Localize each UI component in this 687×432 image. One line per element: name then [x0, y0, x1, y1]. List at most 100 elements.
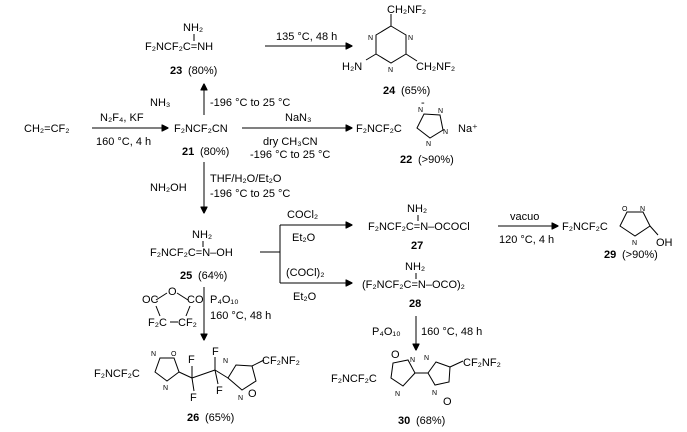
c30-label: 30 — [398, 415, 410, 427]
c21-formula: F₂NCF₂CN — [174, 123, 228, 135]
c29-n2: N — [632, 240, 637, 247]
c26-n4: N — [238, 395, 243, 402]
c27-formula: F₂NCF₂C=N–OCOCl — [368, 221, 470, 233]
cond-to24: 135 °C, 48 h — [276, 31, 337, 43]
compound-26: F₂NCF₂C N O N F F F F N N O CF₂NF₂ 26 (6… — [94, 346, 300, 424]
c26-f4: F — [216, 385, 223, 397]
cond-nh2oh-solvent: THF/H₂O/Et₂O — [210, 173, 282, 185]
cond-p4o10-a-temp: 160 °C, 48 h — [210, 310, 271, 322]
c21-label: 21 — [182, 146, 194, 158]
c24-top: CH₂NF₂ — [387, 4, 426, 16]
c24-n2: N — [408, 35, 413, 42]
c23-nh2: NH₂ — [183, 22, 203, 34]
anhydride-reagent: OC O CO F₂C CF₂ — [142, 286, 204, 329]
cond-start-temp: 160 °C, 4 h — [96, 136, 151, 148]
c24-yield: (65%) — [401, 85, 430, 97]
c26-yield: (65%) — [205, 412, 234, 424]
c24-label: 24 — [383, 85, 396, 97]
c27-label: 27 — [411, 240, 423, 252]
c22-yield: (>90%) — [418, 154, 454, 166]
c30-o1: O — [391, 349, 400, 361]
c30-n4: N — [432, 390, 437, 397]
compound-22: F₂NCF₂C N N N N - Na⁺ 22 (>90%) — [356, 97, 478, 166]
c30-o2: O — [443, 396, 452, 408]
c29-label: 29 — [604, 249, 616, 261]
cond-nh2oh-temp: -196 °C to 25 °C — [210, 188, 290, 200]
c30-left: F₂NCF₂C — [331, 373, 377, 385]
c26-n2: N — [163, 385, 168, 392]
cond-p4o10-a: P₄O₁₀ — [210, 294, 239, 306]
c30-n3: N — [424, 355, 429, 362]
c30-right: CF₂NF₂ — [463, 357, 501, 369]
c25-nh2: NH₂ — [192, 229, 212, 241]
c29-o: O — [622, 206, 628, 213]
c25-label: 25 — [180, 270, 192, 282]
c29-prefix: F₂NCF₂C — [562, 221, 608, 233]
c21-yield: (80%) — [200, 146, 229, 158]
c29-oh: OH — [656, 237, 673, 249]
cond-oxalyl-solvent: Et₂O — [293, 291, 317, 303]
c26-o1: O — [171, 351, 177, 358]
c29-yield: (>90%) — [622, 249, 658, 261]
c26-n3: N — [223, 358, 228, 365]
c22-cation: Na⁺ — [458, 123, 478, 135]
cond-vacuo: vacuo — [510, 211, 539, 223]
cond-cocl2: COCl₂ — [287, 209, 318, 221]
c24-n1: N — [368, 35, 373, 42]
compound-21: F₂NCF₂CN 21 (80%) — [174, 123, 229, 158]
c28-formula: (F₂NCF₂C=N–OCO)₂ — [362, 279, 465, 291]
c23-formula: F₂NCF₂C=NH — [145, 41, 213, 53]
c22-n1: N — [418, 107, 423, 114]
c22-n4: N — [426, 141, 431, 148]
compound-30: F₂NCF₂C O N N N N O CF₂NF₂ 30 (68%) — [331, 349, 501, 427]
start-material: CH₂=CF₂ — [24, 123, 70, 135]
cond-nh3: NH₃ — [150, 97, 170, 109]
cond-nh2oh: NH₂OH — [150, 182, 187, 194]
c22-prefix: F₂NCF₂C — [356, 123, 402, 135]
c26-f3: F — [212, 346, 219, 358]
anh-cf2: CF₂ — [178, 317, 197, 329]
c22-n2: N — [438, 108, 443, 115]
compound-28: NH₂ (F₂NCF₂C=N–OCO)₂ 28 — [362, 261, 465, 310]
c27-nh2: NH₂ — [407, 203, 427, 215]
cond-cocl2-solvent: Et₂O — [292, 232, 316, 244]
c24-n3: N — [388, 67, 393, 74]
cond-p4o10-b: P₄O₁₀ — [372, 326, 401, 338]
c26-right: CF₂NF₂ — [262, 355, 300, 367]
cond-oxalyl: (COCl)₂ — [286, 267, 324, 279]
c28-nh2: NH₂ — [405, 261, 425, 273]
c24-nh2: H₂N — [342, 61, 362, 73]
c26-n1: N — [151, 351, 156, 358]
compound-27: NH₂ F₂NCF₂C=N–OCOCl 27 — [368, 203, 470, 252]
compound-29: F₂NCF₂C O N N OH 29 (>90%) — [562, 206, 673, 261]
cond-nan3-solvent: dry CH₃CN — [263, 136, 318, 148]
c23-yield: (80%) — [188, 65, 217, 77]
anh-f2c: F₂C — [148, 317, 167, 329]
c22-label: 22 — [400, 154, 412, 166]
compound-24: CH₂NF₂ H₂N CH₂NF₂ N N N 24 (65%) — [342, 4, 455, 97]
c30-yield: (68%) — [416, 415, 445, 427]
c26-label: 26 — [187, 412, 199, 424]
c24-right: CH₂NF₂ — [416, 61, 455, 73]
c23-label: 23 — [170, 65, 182, 77]
c26-o2: O — [248, 388, 257, 400]
c25-formula: F₂NCF₂C=N–OH — [150, 247, 233, 259]
c26-left: F₂NCF₂C — [94, 368, 140, 380]
c25-yield: (64%) — [198, 270, 227, 282]
c30-n1: N — [410, 357, 415, 364]
c26-f2: F — [190, 392, 197, 404]
c29-n: N — [640, 206, 645, 213]
anh-oc: OC — [142, 294, 159, 306]
c28-label: 28 — [409, 298, 421, 310]
c22-n3: N — [443, 129, 448, 136]
cond-nan3: NaN₃ — [285, 112, 312, 124]
cond-p4o10-b-temp: 160 °C, 48 h — [421, 326, 482, 338]
anh-o: O — [168, 286, 177, 298]
c22-charge: - — [421, 97, 425, 109]
compound-25: NH₂ F₂NCF₂C=N–OH 25 (64%) — [150, 229, 233, 282]
c26-f1: F — [188, 354, 195, 366]
cond-vacuo-temp: 120 °C, 4 h — [499, 234, 554, 246]
compound-23: NH₂ F₂NCF₂C=NH 23 (80%) — [145, 22, 217, 77]
cond-start: N₂F₄, KF — [100, 112, 144, 124]
